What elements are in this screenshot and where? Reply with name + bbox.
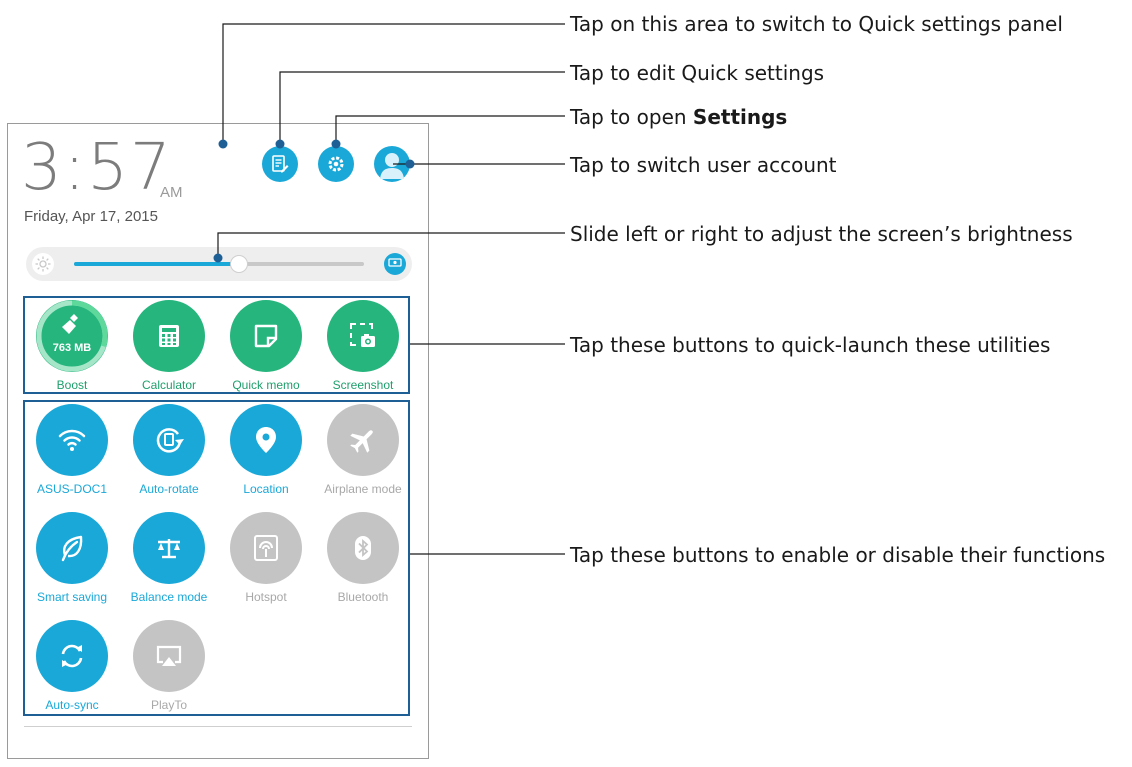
tile-smart-saving[interactable]: Smart saving — [24, 512, 120, 604]
auto-sync-circle — [36, 620, 108, 692]
clock-date: Friday, Apr 17, 2015 — [24, 208, 158, 225]
wifi-circle — [36, 404, 108, 476]
callout-brightness: Slide left or right to adjust the screen… — [570, 222, 1073, 246]
tile-quick-memo[interactable]: Quick memo — [218, 300, 314, 392]
toggles-group — [23, 400, 410, 716]
memo-circle — [230, 300, 302, 372]
tile-label: Calculator — [141, 378, 197, 392]
balance-icon — [158, 539, 180, 559]
brightness-icon — [32, 253, 54, 275]
tile-bluetooth[interactable]: Bluetooth — [315, 512, 411, 604]
brightness-fill — [74, 262, 240, 266]
callout-settings-prefix: Tap to open — [570, 105, 693, 129]
tile-label: PlayTo — [150, 698, 188, 712]
balance-mode-circle — [133, 512, 205, 584]
auto-brightness-icon — [388, 258, 402, 267]
screenshot-icon — [350, 323, 375, 347]
bluetooth-icon — [355, 536, 371, 560]
tile-label: Location — [243, 482, 289, 496]
tile-label: Balance mode — [130, 590, 208, 604]
tile-airplane-mode[interactable]: Airplane mode — [315, 404, 411, 496]
callout-toggles: Tap these buttons to enable or disable t… — [570, 543, 1106, 567]
broom-icon — [62, 314, 78, 334]
tile-playto[interactable]: PlayTo — [121, 620, 217, 712]
brightness-slider[interactable] — [74, 255, 364, 273]
auto-rotate-icon — [156, 428, 184, 453]
boost-ring — [36, 300, 108, 372]
boost-memory: 763 MB — [52, 342, 92, 354]
tile-auto-rotate[interactable]: Auto-rotate — [121, 404, 217, 496]
panel-divider — [24, 726, 412, 727]
gear-icon — [328, 156, 344, 172]
edit-quick-settings-button[interactable] — [262, 146, 298, 182]
hotspot-icon — [254, 535, 278, 561]
leaf-icon — [61, 535, 83, 562]
clock-ampm: AM — [160, 184, 183, 201]
location-circle — [230, 404, 302, 476]
calculator-circle — [133, 300, 205, 372]
tile-label: Screenshot — [332, 378, 394, 392]
callout-utilities: Tap these buttons to quick-launch these … — [570, 333, 1051, 357]
tile-label: Hotspot — [245, 590, 287, 604]
tile-label: Quick memo — [232, 378, 300, 392]
airplane-circle — [327, 404, 399, 476]
brightness-bar — [26, 247, 412, 281]
tile-label: Smart saving — [36, 590, 108, 604]
tile-label: Boost — [56, 378, 88, 392]
bluetooth-circle — [327, 512, 399, 584]
location-icon — [256, 427, 276, 453]
brightness-thumb[interactable] — [230, 255, 249, 273]
edit-list-icon — [272, 155, 289, 173]
clock-time: 3:57 — [21, 131, 173, 205]
tile-auto-sync[interactable]: Auto-sync — [24, 620, 120, 712]
utilities-group — [23, 296, 410, 394]
callout-settings: Tap to open Settings — [570, 105, 787, 129]
callout-edit: Tap to edit Quick settings — [570, 61, 825, 85]
memo-icon — [254, 324, 278, 348]
tile-label: Auto-sync — [45, 698, 99, 712]
hotspot-circle — [230, 512, 302, 584]
tile-boost[interactable]: 763 MB Boost — [24, 300, 120, 392]
screenshot-circle — [327, 300, 399, 372]
tile-screenshot[interactable]: Screenshot — [315, 300, 411, 392]
tile-balance-mode[interactable]: Balance mode — [121, 512, 217, 604]
callout-settings-bold: Settings — [692, 105, 788, 129]
smart-saving-circle — [36, 512, 108, 584]
settings-button[interactable] — [318, 146, 354, 182]
sync-icon — [61, 644, 83, 668]
tile-label: Airplane mode — [324, 482, 402, 496]
airplane-icon — [350, 430, 373, 453]
tile-label: Bluetooth — [337, 590, 389, 604]
calculator-icon — [159, 325, 179, 347]
tile-calculator[interactable]: Calculator — [121, 300, 217, 392]
auto-brightness-button[interactable] — [384, 253, 406, 275]
callout-quick-settings: Tap on this area to switch to Quick sett… — [570, 12, 1063, 36]
wifi-icon — [58, 429, 86, 451]
playto-circle — [133, 620, 205, 692]
tile-label: Auto-rotate — [139, 482, 199, 496]
tile-location[interactable]: Location — [218, 404, 314, 496]
tile-hotspot[interactable]: Hotspot — [218, 512, 314, 604]
playto-icon — [156, 645, 182, 666]
tile-wifi[interactable]: ASUS-DOC1 — [24, 404, 120, 496]
tile-label: ASUS-DOC1 — [36, 482, 107, 496]
auto-rotate-circle — [133, 404, 205, 476]
callout-user: Tap to switch user account — [570, 153, 837, 177]
boost-circle: 763 MB — [36, 300, 108, 372]
